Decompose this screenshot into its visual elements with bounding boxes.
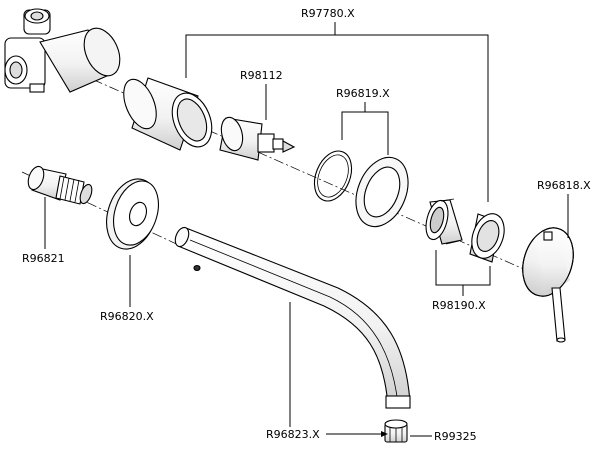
leader-r99325 xyxy=(326,431,432,437)
label-r98112: R98112 xyxy=(240,69,283,82)
valve-body-icon xyxy=(4,8,121,93)
spout-icon xyxy=(174,226,411,409)
connector-icon xyxy=(27,165,93,205)
leader-r98190 xyxy=(435,250,491,296)
aerator-icon xyxy=(384,419,408,443)
label-r96823: R96823.X xyxy=(266,428,320,441)
label-r96820: R96820.X xyxy=(100,310,154,323)
label-r96819: R96819.X xyxy=(336,87,390,100)
cartridge-icon xyxy=(219,116,296,161)
cap-ring-icon xyxy=(469,213,505,263)
leader-r96819 xyxy=(341,102,389,155)
nut-icon xyxy=(425,198,463,245)
lever-handle-icon xyxy=(522,227,574,343)
label-r98190: R98190.X xyxy=(432,299,486,312)
label-r99325: R99325 xyxy=(434,430,477,443)
label-r96821: R96821 xyxy=(22,252,65,265)
washer-icon xyxy=(355,156,409,228)
sleeve-icon xyxy=(123,77,213,151)
label-r97780: R97780.X xyxy=(301,7,355,20)
flange-plate-icon xyxy=(106,178,159,250)
leader-r97780 xyxy=(185,22,489,202)
label-r96818: R96818.X xyxy=(537,179,591,192)
o-ring-icon xyxy=(313,150,353,202)
